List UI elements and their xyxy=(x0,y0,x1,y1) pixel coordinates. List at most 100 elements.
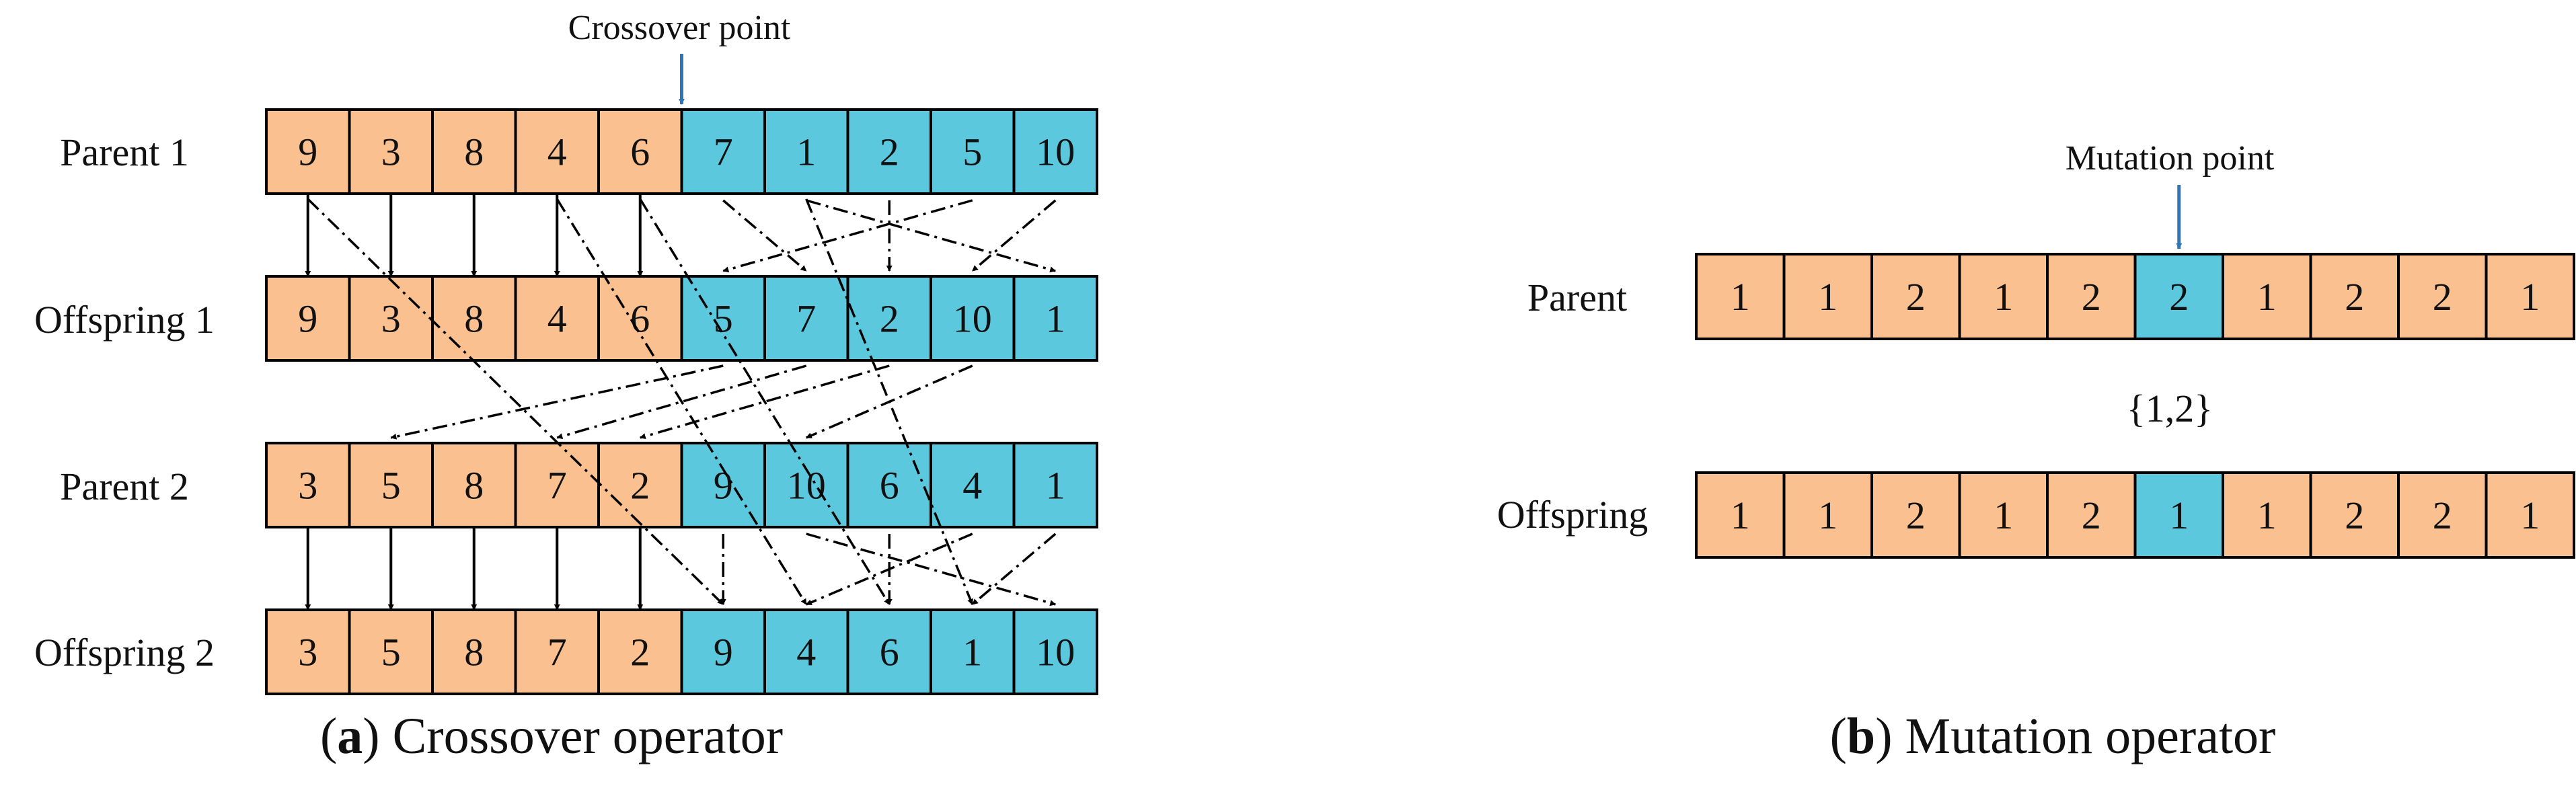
crossover-caption-text: Crossover operator xyxy=(393,708,783,764)
gene-value: 10 xyxy=(1036,130,1075,174)
gene-value: 2 xyxy=(2169,275,2189,319)
gene-cell xyxy=(348,275,434,362)
gene-value: 2 xyxy=(2082,275,2101,319)
gene-value: 8 xyxy=(464,631,484,674)
gene-value: 5 xyxy=(962,130,982,174)
gene-value: 2 xyxy=(2433,275,2452,319)
gene-cell xyxy=(431,108,517,195)
gene-value: 2 xyxy=(630,631,650,674)
gene-cell xyxy=(1870,253,1961,340)
gene-cell xyxy=(597,108,683,195)
gene-value: 5 xyxy=(381,631,401,674)
gene-cell xyxy=(846,608,932,695)
gene-cell xyxy=(1012,275,1098,362)
gene-cell xyxy=(2133,471,2224,559)
gene-value: 4 xyxy=(962,464,982,508)
gene-value: 1 xyxy=(1994,494,2013,537)
gene-cell xyxy=(265,442,351,528)
gene-value: 4 xyxy=(796,631,816,674)
gene-cell xyxy=(1012,608,1098,695)
gene-cell xyxy=(2309,253,2400,340)
gene-cell xyxy=(597,442,683,528)
mapping-arrow xyxy=(806,533,1057,606)
gene-cell xyxy=(2485,253,2575,340)
gene-cell xyxy=(930,608,1016,695)
gene-value: 1 xyxy=(1731,275,1750,319)
gene-value: 1 xyxy=(2257,275,2277,319)
gene-value: 1 xyxy=(2520,275,2540,319)
gene-cell xyxy=(763,108,849,195)
gene-value: 2 xyxy=(2345,494,2364,537)
gene-cell xyxy=(2309,471,2400,559)
gene-value: 1 xyxy=(2257,494,2277,537)
gene-value: 4 xyxy=(547,130,567,174)
gene-cell xyxy=(1782,471,1873,559)
gene-value: 3 xyxy=(381,297,401,341)
gene-cell xyxy=(846,108,932,195)
gene-value: 10 xyxy=(953,297,992,341)
gene-value: 8 xyxy=(464,464,484,508)
gene-value: 7 xyxy=(714,130,733,174)
gene-cell xyxy=(1958,471,2049,559)
mapping-arrow xyxy=(390,364,724,440)
gene-value: 7 xyxy=(796,297,816,341)
gene-value: 2 xyxy=(880,130,899,174)
gene-value: 3 xyxy=(381,130,401,174)
gene-value: 1 xyxy=(2169,494,2189,537)
mapping-arrow xyxy=(722,199,807,272)
gene-value: 5 xyxy=(381,464,401,508)
gene-value: 6 xyxy=(880,631,899,674)
mutation-caption-text: Mutation operator xyxy=(1905,708,2276,764)
gene-cell xyxy=(2485,471,2575,559)
crossover-panel: Crossover point Parent 1 Offspring 1 Par… xyxy=(34,9,1098,764)
gene-cell xyxy=(2397,471,2488,559)
gene-value: 5 xyxy=(714,297,733,341)
gene-cell xyxy=(2222,471,2312,559)
mutation-caption: (b) Mutation operator xyxy=(1830,708,2276,764)
gene-value: 2 xyxy=(630,464,650,508)
gene-value: 8 xyxy=(464,297,484,341)
gene-value: 7 xyxy=(547,464,567,508)
crossover-caption: (a) Crossover operator xyxy=(320,708,783,764)
gene-cell xyxy=(930,275,1016,362)
mapping-arrow xyxy=(971,533,1057,606)
gene-value: 9 xyxy=(714,631,733,674)
row-label-offspring-1: Offspring 1 xyxy=(34,298,215,342)
gene-cell xyxy=(2397,253,2488,340)
mutation-value-set: {1,2} xyxy=(2127,387,2213,430)
gene-cell xyxy=(680,608,766,695)
gene-value: 7 xyxy=(547,631,567,674)
crossover-caption-letter: a xyxy=(337,708,363,764)
gene-cell xyxy=(2046,471,2137,559)
mapping-arrow xyxy=(639,198,891,605)
gene-cell xyxy=(930,442,1016,528)
mapping-arrow xyxy=(307,198,724,606)
gene-value: 1 xyxy=(1046,297,1065,341)
gene-cell xyxy=(2222,253,2312,340)
gene-value: 6 xyxy=(880,464,899,508)
gene-cell xyxy=(680,108,766,195)
gene-value: 2 xyxy=(2433,494,2452,537)
gene-cell xyxy=(431,608,517,695)
row-label-parent-2: Parent 2 xyxy=(60,465,189,508)
gene-cell xyxy=(680,275,766,362)
gene-value: 1 xyxy=(1994,275,2013,319)
gene-cell xyxy=(1695,253,1786,340)
row-label-parent: Parent xyxy=(1527,276,1627,319)
gene-value: 6 xyxy=(630,297,650,341)
gene-value: 2 xyxy=(1906,275,1926,319)
gene-value: 1 xyxy=(1046,464,1065,508)
crossover-point-label: Crossover point xyxy=(568,9,791,47)
mapping-arrow xyxy=(556,198,808,605)
gene-cell xyxy=(514,275,600,362)
gene-cell xyxy=(1012,108,1098,195)
gene-value: 1 xyxy=(1818,275,1838,319)
gene-value: 1 xyxy=(796,130,816,174)
